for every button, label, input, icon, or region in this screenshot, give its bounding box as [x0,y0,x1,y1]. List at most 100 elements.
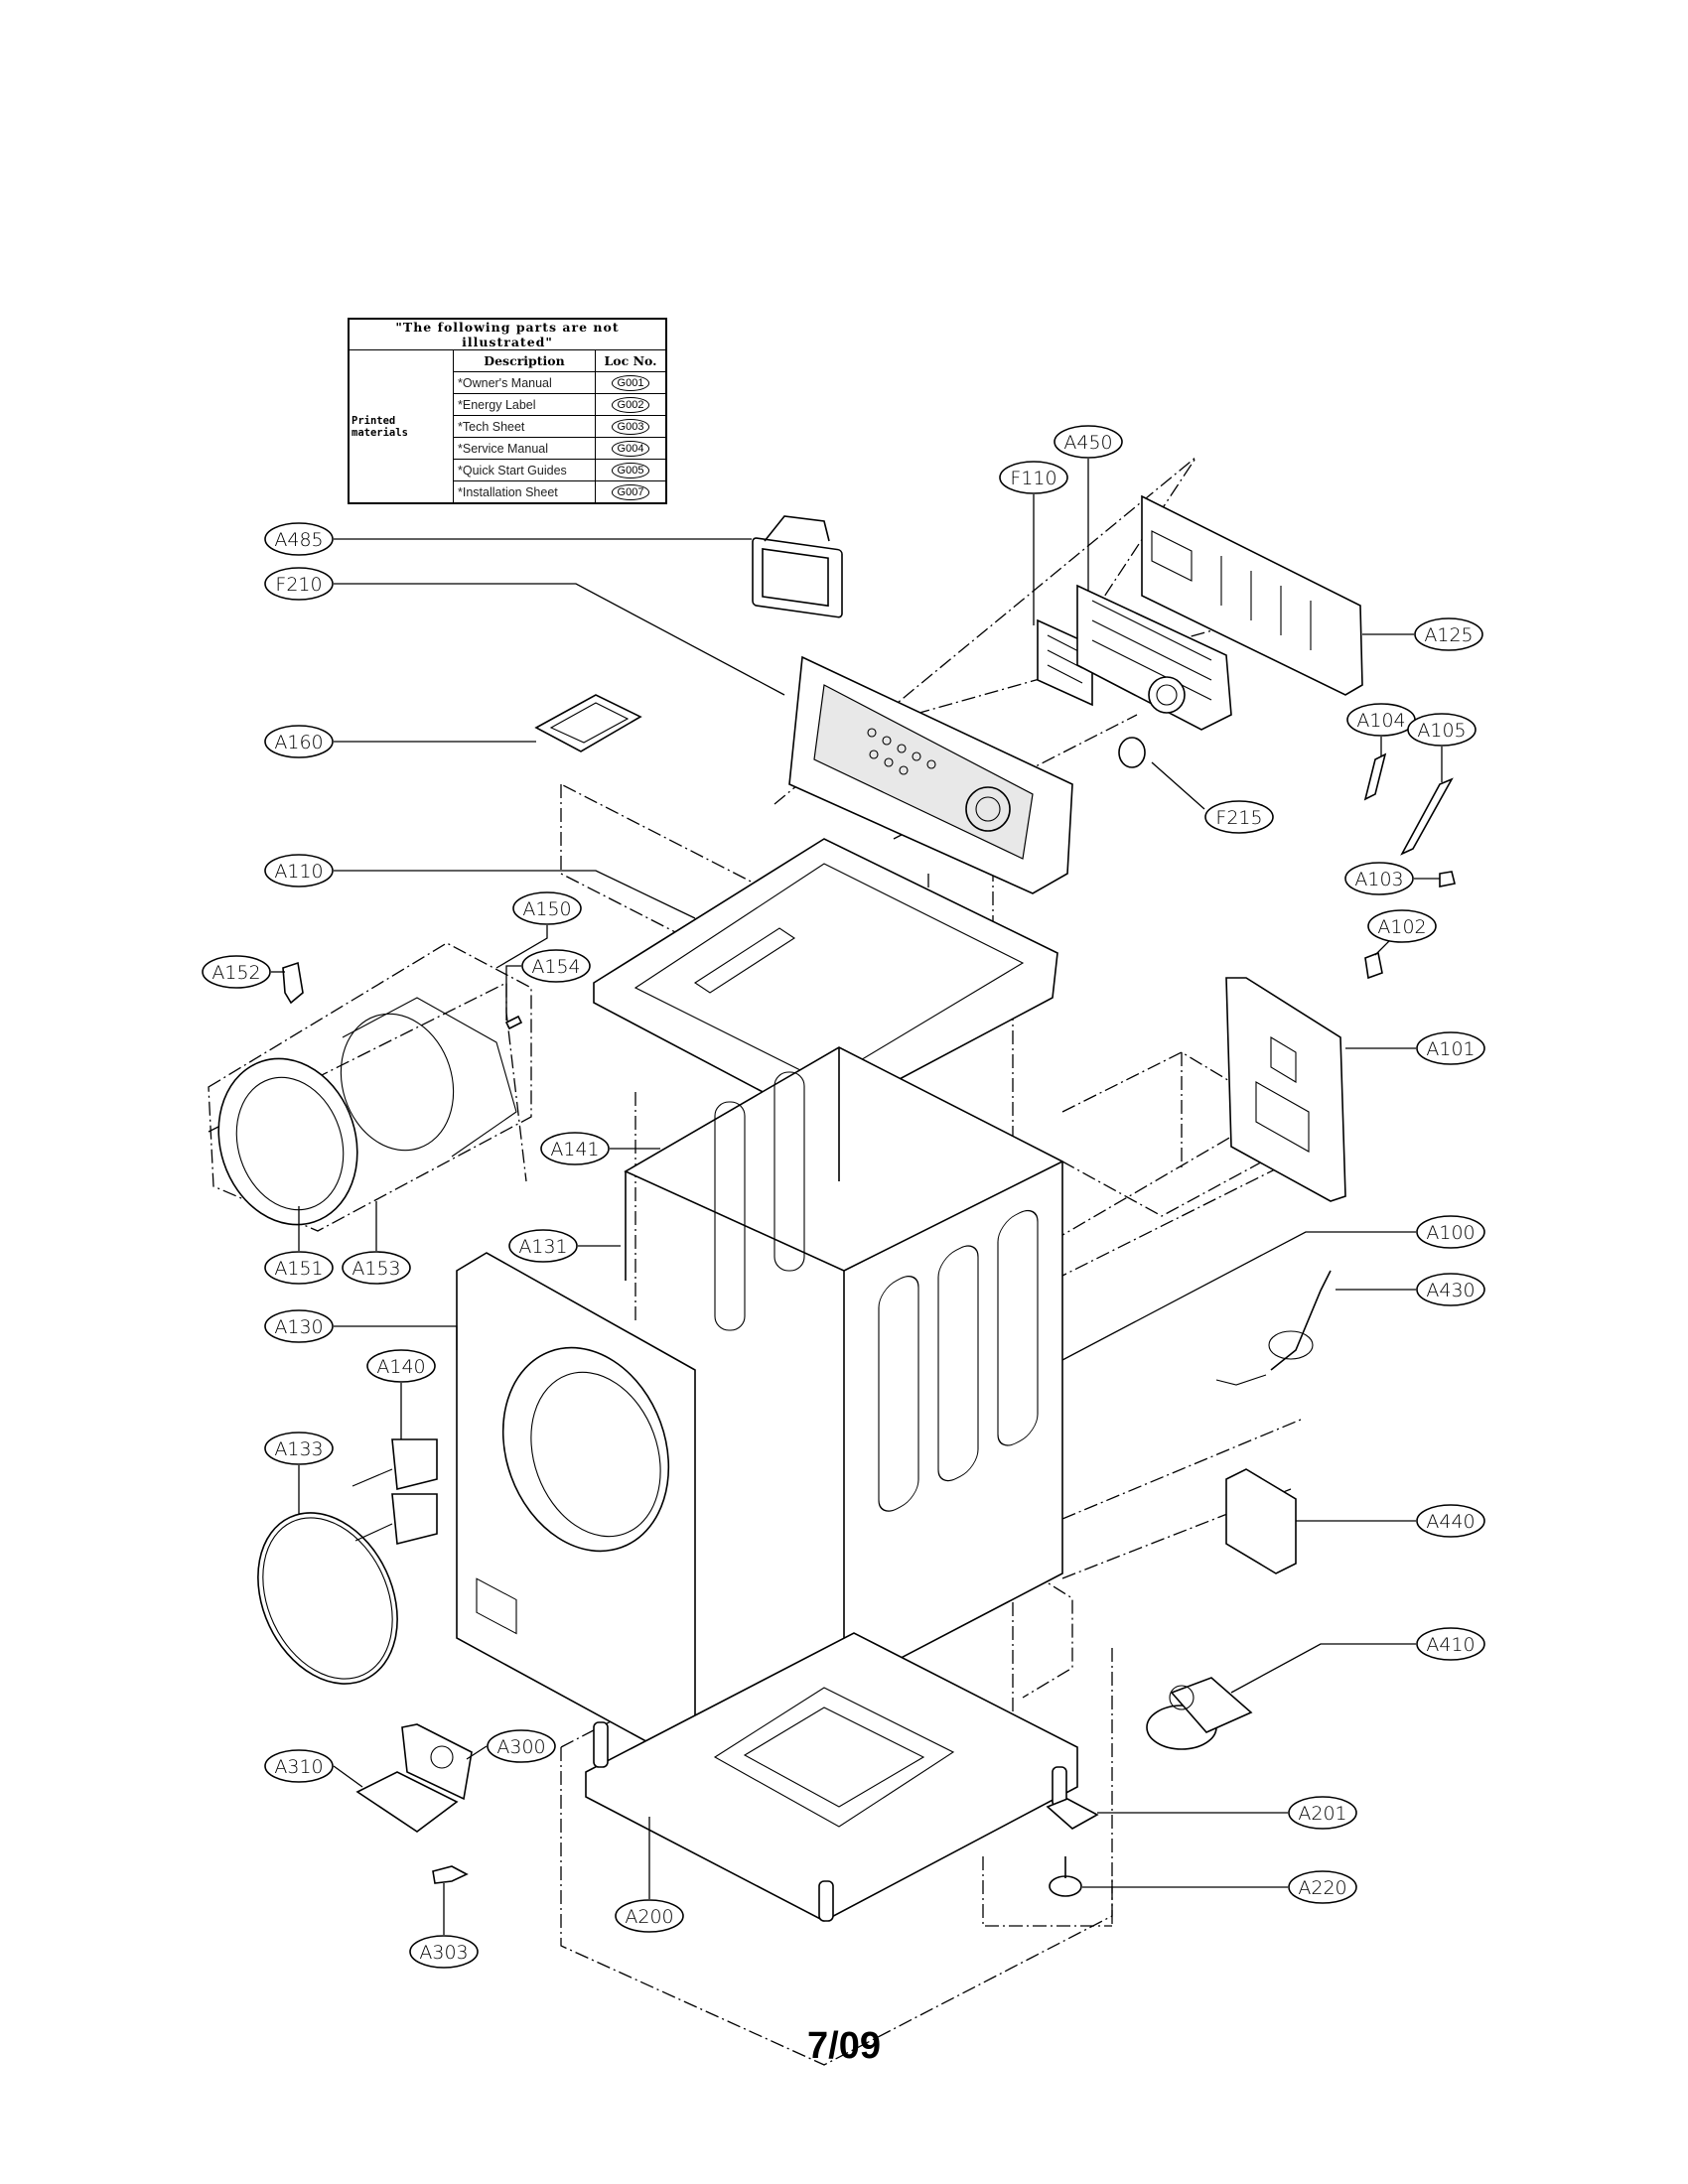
callout-text: A110 [274,861,323,883]
callout-a310: A310 [264,1749,334,1783]
callout-oval [264,1309,334,1343]
callout-oval [1288,1870,1357,1904]
callout-oval [1416,1627,1485,1661]
callout-text: A103 [1354,869,1403,890]
row-description: *Quick Start Guides [453,459,596,481]
control-panel-buttons [867,728,936,775]
callout-oval [1416,1031,1485,1065]
callout-text: A130 [274,1316,323,1338]
callout-oval [264,1251,334,1285]
part-a201-bracket [1046,1798,1099,1830]
callout-text: A133 [274,1438,323,1460]
part-a450-housing [1076,584,1232,731]
callout-text: F110 [1010,468,1056,489]
callout-oval [1414,617,1483,651]
callout-a200: A200 [615,1899,684,1933]
callout-a154: A154 [521,949,591,983]
callout-a300: A300 [487,1729,556,1763]
callout-text: A200 [625,1906,673,1928]
callout-a141: A141 [540,1132,610,1165]
row-loc: G001 [595,371,667,394]
table-row: *Service Manual G004 [349,437,667,460]
table-row: *Owner's Manual G001 [349,371,667,394]
callout-a430: A430 [1416,1273,1485,1306]
part-a140-hinges [352,1438,438,1546]
callout-a150: A150 [512,891,582,925]
callout-oval [1407,713,1477,747]
part-a220-leg [1049,1856,1082,1897]
callout-oval [1054,425,1123,459]
part-a101-rear-panel [1225,977,1346,1202]
callout-a151: A151 [264,1251,334,1285]
callout-a152: A152 [202,955,271,989]
part-a485-module [752,515,843,618]
callout-oval [1367,909,1437,943]
callout-text: A100 [1426,1222,1475,1244]
callout-text: A450 [1063,432,1112,454]
callout-oval [366,1349,436,1383]
part-f215-knob [1118,676,1186,768]
loc-badge: G004 [611,440,650,457]
part-a130-front-panel [456,1252,696,1758]
callout-oval [409,1935,479,1969]
part-a133-clamp-ring [257,1512,398,1685]
callout-text: A201 [1298,1803,1346,1825]
part-a303-screw [432,1865,469,1884]
table-row: *Energy Label G002 [349,393,667,416]
table-row: *Installation Sheet G007 [349,480,667,504]
callout-text: A430 [1426,1280,1475,1301]
callout-a131: A131 [508,1229,578,1263]
callout-text: A131 [518,1236,567,1258]
callout-oval [999,461,1068,494]
callout-text: A152 [211,962,260,984]
row-loc: G003 [595,415,667,438]
callout-a100: A100 [1416,1215,1485,1249]
callout-a220: A220 [1288,1870,1357,1904]
callout-oval [264,567,334,601]
row-loc: G007 [595,480,667,504]
callout-text: A101 [1426,1038,1475,1060]
callout-a153: A153 [342,1251,411,1285]
loc-badge: G002 [611,396,650,413]
callout-text: A140 [376,1356,425,1378]
callout-text: A310 [274,1756,323,1778]
leader-lines [271,459,1443,1935]
callout-text: A153 [352,1258,400,1280]
callout-text: A102 [1377,916,1426,938]
part-a160-drawer [534,694,642,752]
callout-text: F210 [275,574,322,596]
callout-oval [508,1229,578,1263]
callout-oval [264,522,334,556]
row-description: *Installation Sheet [453,480,596,504]
callout-oval [264,1749,334,1783]
callout-a410: A410 [1416,1627,1485,1661]
callout-a125: A125 [1414,617,1483,651]
callout-oval [264,1432,334,1465]
callout-a102: A102 [1367,909,1437,943]
callout-text: A485 [274,529,323,551]
callout-f210: F210 [264,567,334,601]
loc-badge: G005 [611,462,650,478]
callout-oval [1204,800,1274,834]
callout-oval [342,1251,411,1285]
part-a103-clip [1439,871,1456,887]
loc-badge: G001 [611,374,650,391]
callout-a450: A450 [1054,425,1123,459]
part-a125-rear-cover [1141,494,1363,696]
callout-a103: A103 [1344,862,1414,895]
callout-text: A105 [1417,720,1466,742]
row-loc: G005 [595,459,667,481]
callout-text: F215 [1215,807,1262,829]
callout-f215: F215 [1204,800,1274,834]
callout-text: A300 [496,1736,545,1758]
callout-a104: A104 [1346,703,1416,737]
callout-oval [540,1132,610,1165]
part-a150-tub-assembly [208,942,532,1232]
callout-a130: A130 [264,1309,334,1343]
table-row: *Quick Start Guides G005 [349,459,667,481]
callout-a133: A133 [264,1432,334,1465]
not-illustrated-parts-table: "The following parts are not illustrated… [348,318,667,504]
callout-oval [264,725,334,758]
